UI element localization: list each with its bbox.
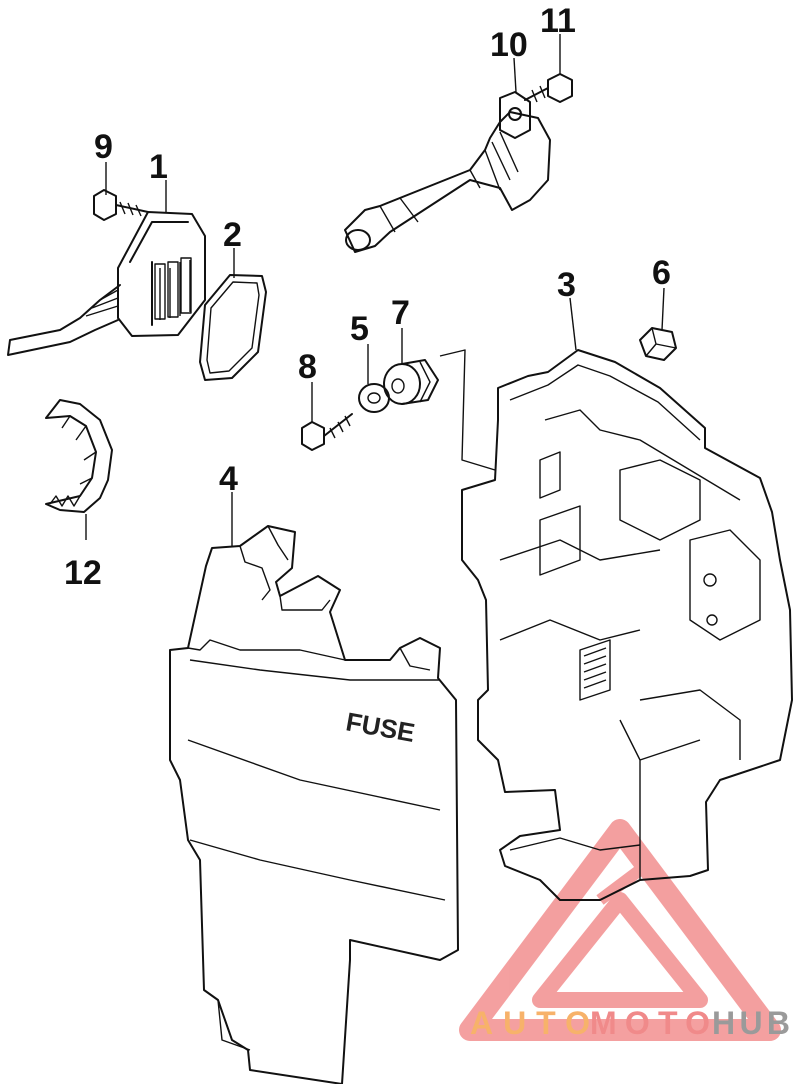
part-3-fuse-box bbox=[439, 349, 793, 901]
part-11-bolt bbox=[524, 73, 573, 103]
label-2: 2 bbox=[223, 216, 242, 254]
part-9-bolt bbox=[93, 189, 149, 221]
watermark-triangle bbox=[459, 819, 781, 1041]
part-12-clamp bbox=[45, 399, 113, 513]
part-4-cover: FUSE bbox=[169, 525, 459, 1084]
label-9: 9 bbox=[94, 128, 113, 166]
label-8: 8 bbox=[298, 348, 317, 386]
label-5: 5 bbox=[350, 310, 369, 348]
watermark-hub: HUB bbox=[712, 1005, 790, 1041]
label-12: 12 bbox=[64, 554, 102, 592]
part-6-nut bbox=[639, 327, 677, 361]
label-6: 6 bbox=[652, 254, 671, 292]
part-8-bolt bbox=[301, 413, 353, 451]
part-2-gasket bbox=[199, 274, 267, 381]
fuse-marking: FUSE bbox=[344, 706, 417, 748]
label-10: 10 bbox=[490, 26, 528, 64]
part-10-coil bbox=[344, 91, 551, 253]
label-4: 4 bbox=[219, 460, 238, 498]
leader-lines bbox=[85, 34, 665, 546]
label-7: 7 bbox=[391, 294, 410, 332]
label-1: 1 bbox=[149, 148, 168, 186]
label-3: 3 bbox=[557, 266, 576, 304]
part-7-grommet bbox=[383, 359, 439, 405]
part-1-regulator bbox=[7, 211, 206, 356]
part-labels: 1 2 3 4 5 6 7 8 9 10 11 12 bbox=[64, 2, 671, 592]
watermark-text: AUTO MOTO HUB bbox=[470, 1005, 790, 1041]
label-11: 11 bbox=[540, 2, 576, 40]
